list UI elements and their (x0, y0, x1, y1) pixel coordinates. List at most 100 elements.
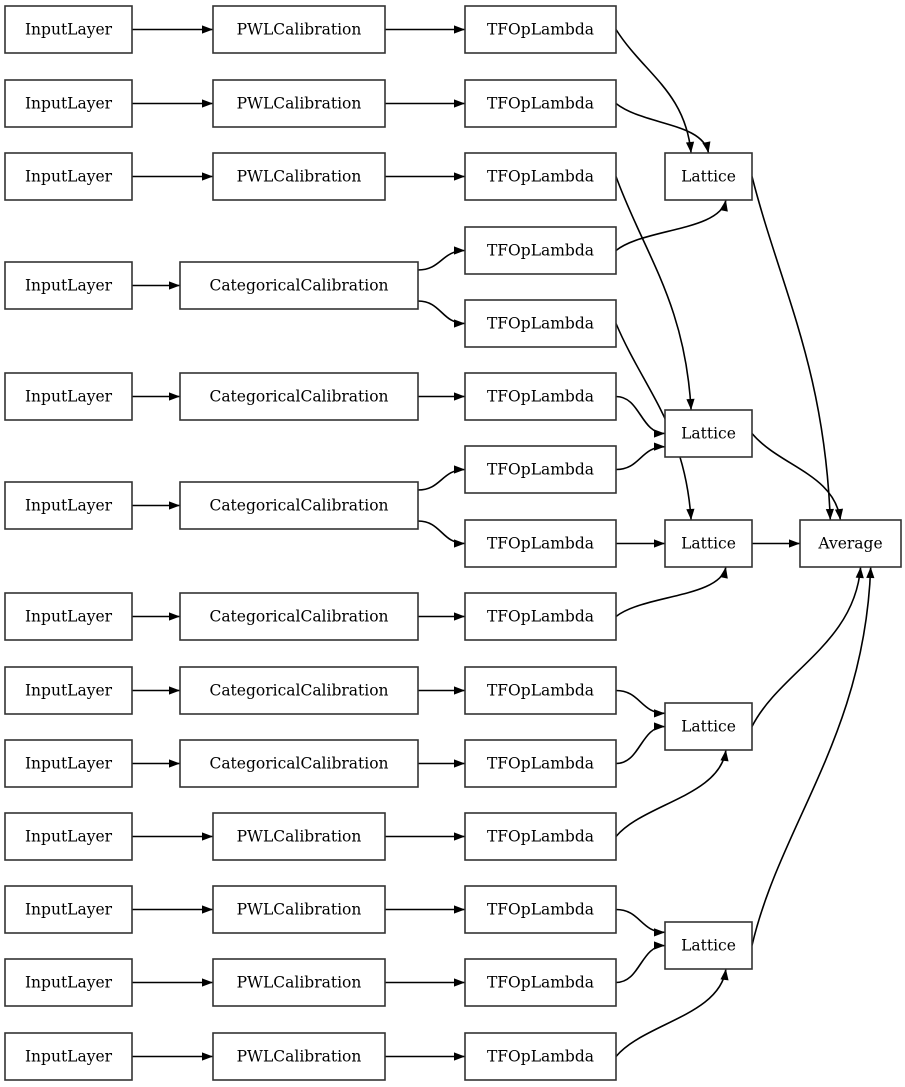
node-op15[interactable]: TFOpLambda (464, 1032, 617, 1081)
node-box[interactable] (212, 812, 386, 861)
edge-line (417, 300, 466, 325)
node-box[interactable] (4, 481, 133, 530)
node-box[interactable] (464, 152, 617, 201)
node-box[interactable] (464, 445, 617, 494)
node-box[interactable] (4, 5, 133, 54)
node-op6[interactable]: TFOpLambda (464, 372, 617, 421)
node-box[interactable] (212, 958, 386, 1007)
node-cal5[interactable]: CategoricalCalibration (179, 372, 419, 421)
node-cal1[interactable]: PWLCalibration (212, 5, 386, 54)
node-box[interactable] (4, 1032, 133, 1081)
node-box[interactable] (179, 666, 419, 715)
node-box[interactable] (179, 481, 419, 530)
node-cal7[interactable]: CategoricalCalibration (179, 592, 419, 641)
node-op3[interactable]: TFOpLambda (464, 152, 617, 201)
node-box[interactable] (4, 885, 133, 934)
node-label: TFOpLambda (487, 95, 594, 113)
node-cal6[interactable]: CategoricalCalibration (179, 481, 419, 530)
node-op13[interactable]: TFOpLambda (464, 885, 617, 934)
node-op4[interactable]: TFOpLambda (464, 226, 617, 275)
node-box[interactable] (464, 5, 617, 54)
node-op11[interactable]: TFOpLambda (464, 739, 617, 788)
node-in8[interactable]: InputLayer (4, 666, 133, 715)
node-op1[interactable]: TFOpLambda (464, 5, 617, 54)
node-box[interactable] (212, 79, 386, 128)
node-box[interactable] (464, 739, 617, 788)
node-in5[interactable]: InputLayer (4, 372, 133, 421)
node-box[interactable] (212, 1032, 386, 1081)
node-box[interactable] (4, 79, 133, 128)
node-in2[interactable]: InputLayer (4, 79, 133, 128)
node-cal10[interactable]: PWLCalibration (212, 812, 386, 861)
node-cal8[interactable]: CategoricalCalibration (179, 666, 419, 715)
node-box[interactable] (4, 152, 133, 201)
arrowhead-icon (454, 612, 465, 621)
node-box[interactable] (664, 152, 753, 201)
node-in3[interactable]: InputLayer (4, 152, 133, 201)
node-op7[interactable]: TFOpLambda (464, 445, 617, 494)
node-box[interactable] (464, 1032, 617, 1081)
node-in1[interactable]: InputLayer (4, 5, 133, 54)
node-box[interactable] (4, 739, 133, 788)
node-cal11[interactable]: PWLCalibration (212, 885, 386, 934)
node-box[interactable] (179, 739, 419, 788)
node-lat4[interactable]: Lattice (664, 702, 753, 751)
node-cal12[interactable]: PWLCalibration (212, 958, 386, 1007)
node-cal3[interactable]: PWLCalibration (212, 152, 386, 201)
node-lat5[interactable]: Lattice (664, 921, 753, 970)
node-op2[interactable]: TFOpLambda (464, 79, 617, 128)
node-in13[interactable]: InputLayer (4, 1032, 133, 1081)
node-op14[interactable]: TFOpLambda (464, 958, 617, 1007)
node-box[interactable] (464, 299, 617, 348)
node-box[interactable] (4, 372, 133, 421)
node-box[interactable] (464, 519, 617, 568)
node-box[interactable] (179, 372, 419, 421)
edge-line (615, 566, 727, 618)
node-op8[interactable]: TFOpLambda (464, 519, 617, 568)
node-in9[interactable]: InputLayer (4, 739, 133, 788)
node-box[interactable] (464, 666, 617, 715)
node-box[interactable] (4, 261, 133, 310)
node-op12[interactable]: TFOpLambda (464, 812, 617, 861)
node-box[interactable] (212, 5, 386, 54)
edge-in2-to-cal2 (131, 99, 213, 108)
node-box[interactable] (464, 812, 617, 861)
node-box[interactable] (464, 592, 617, 641)
node-box[interactable] (664, 702, 753, 751)
node-in7[interactable]: InputLayer (4, 592, 133, 641)
node-in11[interactable]: InputLayer (4, 885, 133, 934)
node-op5[interactable]: TFOpLambda (464, 299, 617, 348)
node-op10[interactable]: TFOpLambda (464, 666, 617, 715)
node-box[interactable] (464, 958, 617, 1007)
node-box[interactable] (4, 592, 133, 641)
node-box[interactable] (179, 592, 419, 641)
edge-cal7-to-op9 (417, 612, 465, 621)
node-cal13[interactable]: PWLCalibration (212, 1032, 386, 1081)
node-box[interactable] (664, 519, 753, 568)
node-cal9[interactable]: CategoricalCalibration (179, 739, 419, 788)
node-cal2[interactable]: PWLCalibration (212, 79, 386, 128)
node-box[interactable] (179, 261, 419, 310)
node-op9[interactable]: TFOpLambda (464, 592, 617, 641)
node-in4[interactable]: InputLayer (4, 261, 133, 310)
node-lat1[interactable]: Lattice (664, 152, 753, 201)
node-box[interactable] (664, 409, 753, 458)
node-lat2[interactable]: Lattice (664, 409, 753, 458)
node-box[interactable] (464, 226, 617, 275)
node-box[interactable] (212, 885, 386, 934)
node-avg[interactable]: Average (799, 519, 902, 568)
node-in10[interactable]: InputLayer (4, 812, 133, 861)
node-box[interactable] (4, 666, 133, 715)
node-box[interactable] (464, 885, 617, 934)
node-box[interactable] (464, 79, 617, 128)
node-box[interactable] (212, 152, 386, 201)
node-box[interactable] (799, 519, 902, 568)
node-cal4[interactable]: CategoricalCalibration (179, 261, 419, 310)
node-box[interactable] (4, 812, 133, 861)
node-in6[interactable]: InputLayer (4, 481, 133, 530)
node-in12[interactable]: InputLayer (4, 958, 133, 1007)
node-box[interactable] (464, 372, 617, 421)
node-lat3[interactable]: Lattice (664, 519, 753, 568)
node-box[interactable] (664, 921, 753, 970)
node-box[interactable] (4, 958, 133, 1007)
